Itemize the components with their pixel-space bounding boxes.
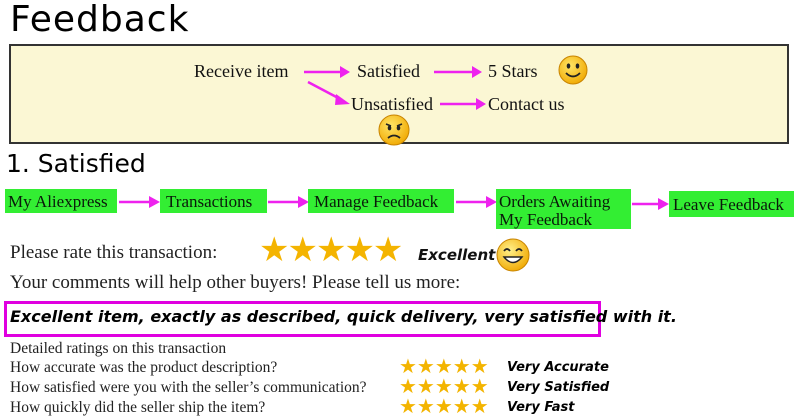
flow-receive-item: Receive item [194, 61, 289, 81]
page-title: Feedback [10, 0, 190, 40]
details-heading: Detailed ratings on this transaction [10, 340, 227, 357]
detail-question: How satisfied were you with the seller’s… [10, 379, 367, 396]
detail-verdict: Very Fast [507, 400, 575, 415]
flow-contact-us: Contact us [488, 94, 565, 114]
detail-stars[interactable]: ★★★★★ [399, 396, 489, 418]
arrow-right-icon [119, 196, 160, 208]
smiley-grin-icon [496, 238, 530, 272]
smiley-happy-icon [558, 55, 588, 85]
flow-five-stars: 5 Stars [488, 61, 538, 81]
smiley-sad-icon [378, 114, 410, 146]
comment-textarea[interactable] [4, 301, 601, 337]
arrow-right-icon [456, 196, 497, 208]
rating-prompt: Please rate this transaction: [10, 242, 218, 263]
rating-stars[interactable]: ★★★★★ [259, 232, 403, 269]
step-orders-awaiting-feedback[interactable]: Orders Awaiting My Feedback [496, 189, 631, 229]
detail-stars[interactable]: ★★★★★ [399, 356, 489, 378]
section-title: 1. Satisfied [6, 149, 146, 178]
step-orders-awaiting-line2: My Feedback [499, 210, 593, 229]
step-my-aliexpress[interactable]: My Aliexpress [5, 189, 117, 213]
arrow-right-icon [434, 66, 482, 78]
step-leave-feedback[interactable]: Leave Feedback [669, 191, 794, 217]
detail-question: How quickly did the seller ship the item… [10, 399, 266, 416]
flow-satisfied: Satisfied [357, 61, 420, 81]
arrow-right-icon [304, 66, 350, 78]
arrow-right-icon [440, 98, 486, 110]
comment-text: Excellent item, exactly as described, qu… [10, 307, 677, 326]
step-manage-feedback[interactable]: Manage Feedback [308, 189, 454, 213]
arrow-right-icon [268, 196, 309, 208]
comments-prompt: Your comments will help other buyers! Pl… [10, 272, 461, 293]
step-orders-awaiting-line1: Orders Awaiting [499, 192, 611, 211]
arrow-right-icon [632, 198, 669, 210]
detail-verdict: Very Satisfied [507, 380, 610, 395]
detail-stars[interactable]: ★★★★★ [399, 376, 489, 398]
step-transactions[interactable]: Transactions [160, 189, 267, 213]
arrow-down-right-icon [307, 80, 350, 105]
rating-verdict: Excellent [418, 246, 496, 264]
detail-verdict: Very Accurate [507, 360, 609, 375]
detail-question: How accurate was the product description… [10, 359, 278, 376]
flow-unsatisfied: Unsatisfied [351, 94, 433, 114]
